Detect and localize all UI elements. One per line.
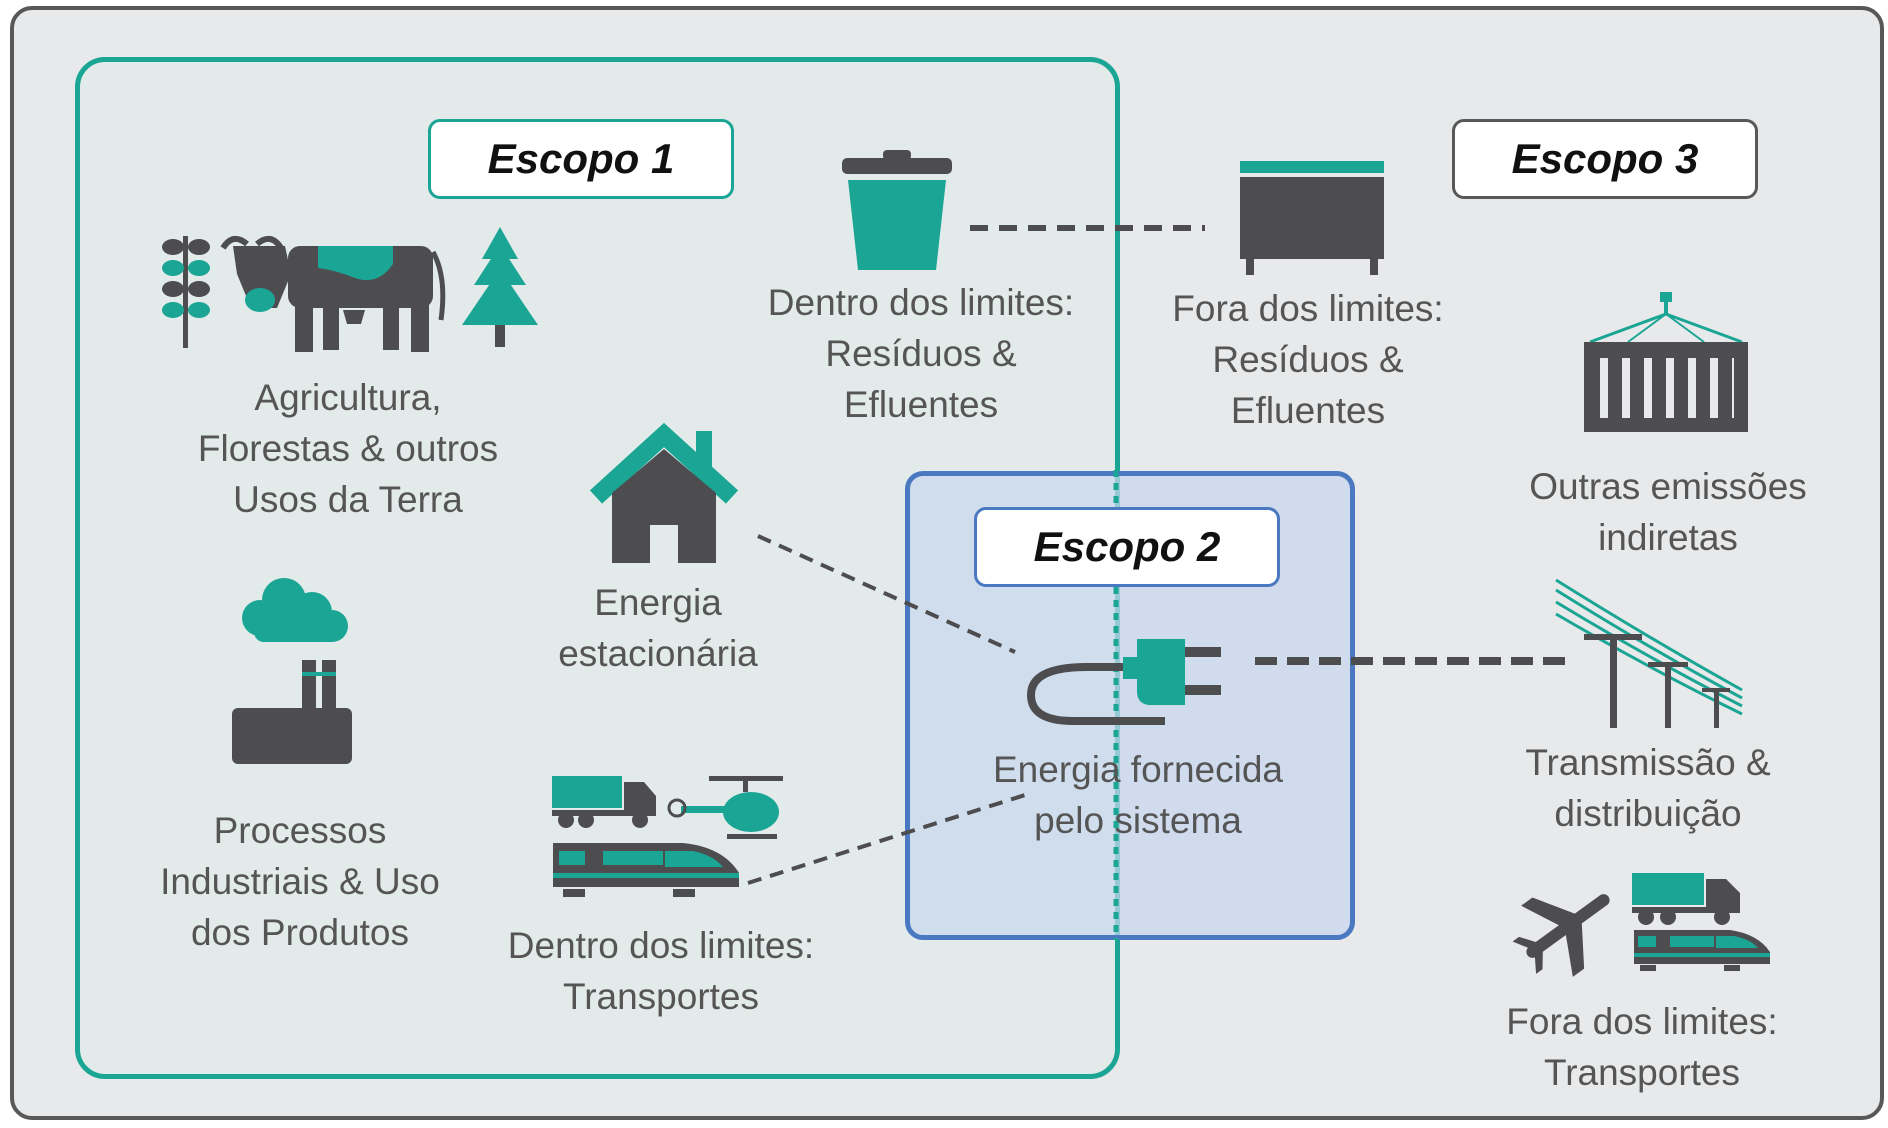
grid-energy-label-line: Energia fornecida	[992, 749, 1284, 790]
house-icon	[589, 422, 739, 563]
scope-3-label: Escopo 3	[1452, 119, 1758, 199]
transport-inside-label-line: Transportes	[562, 976, 760, 1017]
industrial-label-line: Processos	[213, 810, 387, 851]
truck-icon	[552, 776, 656, 828]
transmission-label-line: distribuição	[1554, 793, 1742, 834]
transmission-label-line: Transmissão &	[1525, 742, 1771, 783]
power-lines-icon	[1555, 578, 1743, 728]
waste-inside-label-line: Resíduos &	[825, 333, 1017, 374]
waste-outside-label-line: Efluentes	[1230, 390, 1386, 431]
transport-inside-label: Dentro dos limites: Transportes	[481, 920, 841, 1022]
agriculture-label-line: Agricultura,	[254, 377, 442, 418]
train-icon	[553, 843, 739, 897]
scope-2-label: Escopo 2	[974, 507, 1280, 587]
transport-outside-label-line: Transportes	[1543, 1052, 1741, 1093]
transmission-label: Transmissão & distribuição	[1468, 737, 1828, 839]
truck-icon	[1632, 873, 1740, 925]
train-icon	[1634, 930, 1770, 971]
cow-icon	[220, 235, 446, 352]
transport-outside-label-line: Fora dos limites:	[1506, 1001, 1778, 1042]
industrial-label-line: Industriais & Uso	[160, 861, 440, 902]
scope-1-label: Escopo 1	[428, 119, 734, 199]
grid-energy-label: Energia fornecida pelo sistema	[958, 744, 1318, 846]
agriculture-label: Agricultura, Florestas & outros Usos da …	[168, 372, 528, 525]
stationary-energy-label: Energia estacionária	[508, 577, 808, 679]
pine-tree-icon	[462, 227, 538, 347]
trash-can-icon	[842, 150, 952, 270]
factory-icon	[232, 578, 352, 764]
transport-inside-label-line: Dentro dos limites:	[507, 925, 815, 966]
waste-inside-label: Dentro dos limites: Resíduos & Efluentes	[741, 277, 1101, 430]
wheat-icon	[162, 236, 210, 348]
stationary-energy-label-line: estacionária	[558, 633, 758, 674]
grid-energy-label-line: pelo sistema	[1034, 800, 1242, 841]
helicopter-icon	[667, 776, 783, 839]
other-indirect-label-line: Outras emissões	[1529, 466, 1807, 507]
agriculture-label-line: Florestas & outros	[197, 428, 499, 469]
dumpster-icon	[1240, 161, 1384, 275]
shipping-container-icon	[1584, 292, 1748, 432]
stationary-to-grid-line	[757, 534, 1016, 654]
transport-to-grid-line	[747, 793, 1026, 885]
other-indirect-label-line: indiretas	[1598, 517, 1738, 558]
waste-outside-label-line: Resíduos &	[1212, 339, 1404, 380]
power-plug-icon	[1026, 639, 1221, 725]
waste-inside-label-line: Efluentes	[843, 384, 999, 425]
stationary-energy-label-line: Energia	[594, 582, 722, 623]
waste-outside-label-line: Fora dos limites:	[1172, 288, 1444, 329]
transport-outside-label: Fora dos limites: Transportes	[1462, 996, 1822, 1098]
industrial-label-line: dos Produtos	[190, 912, 410, 953]
waste-inside-label-line: Dentro dos limites:	[767, 282, 1075, 323]
other-indirect-label: Outras emissões indiretas	[1488, 461, 1848, 563]
agriculture-label-line: Usos da Terra	[233, 479, 463, 520]
industrial-label: Processos Industriais & Uso dos Produtos	[120, 805, 480, 958]
airplane-icon	[1512, 894, 1610, 977]
waste-outside-label: Fora dos limites: Resíduos & Efluentes	[1128, 283, 1488, 436]
